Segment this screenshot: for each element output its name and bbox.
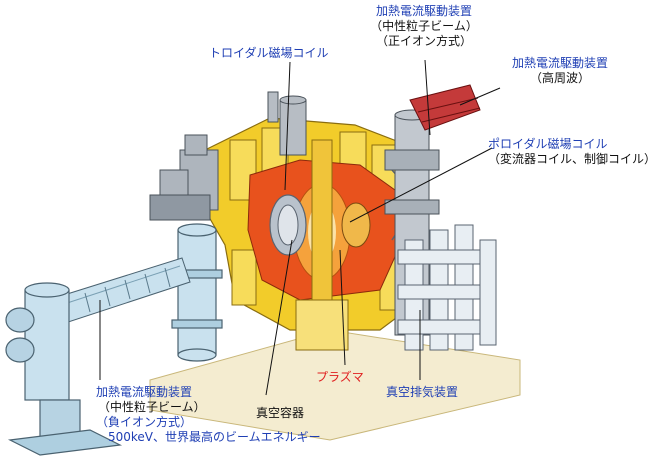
label-nbi-negative-title: 加熱電流駆動装置 xyxy=(96,385,321,400)
label-toroidal-coil: トロイダル磁場コイル xyxy=(209,46,329,61)
label-rf-heating-line1: （高周波） xyxy=(496,71,624,86)
top-left-equipment xyxy=(150,135,218,220)
label-rf-heating: 加熱電流駆動装置 （高周波） xyxy=(496,56,624,86)
label-vacuum-vessel: 真空容器 xyxy=(256,406,304,421)
label-nbi-positive-line2: （正イオン方式） xyxy=(360,34,488,49)
label-nbi-positive-line1: （中性粒子ビーム） xyxy=(360,19,488,34)
label-rf-heating-title: 加熱電流駆動装置 xyxy=(496,56,624,71)
label-exhaust: 真空排気装置 xyxy=(386,385,458,400)
exhaust-pipes xyxy=(398,225,496,350)
label-poloidal-coil-title: ポロイダル磁場コイル xyxy=(488,137,650,152)
nbi-negative-cylinder xyxy=(172,224,222,361)
label-nbi-negative-line3: 500keV、世界最高のビームエネルギー xyxy=(96,430,321,445)
label-nbi-positive: 加熱電流駆動装置 （中性粒子ビーム） （正イオン方式） xyxy=(360,4,488,49)
label-nbi-positive-title: 加熱電流駆動装置 xyxy=(360,4,488,19)
label-poloidal-coil: ポロイダル磁場コイル （変流器コイル、制御コイル） xyxy=(488,137,650,167)
label-plasma: プラズマ xyxy=(316,370,364,385)
label-poloidal-coil-line1: （変流器コイル、制御コイル） xyxy=(488,152,650,167)
